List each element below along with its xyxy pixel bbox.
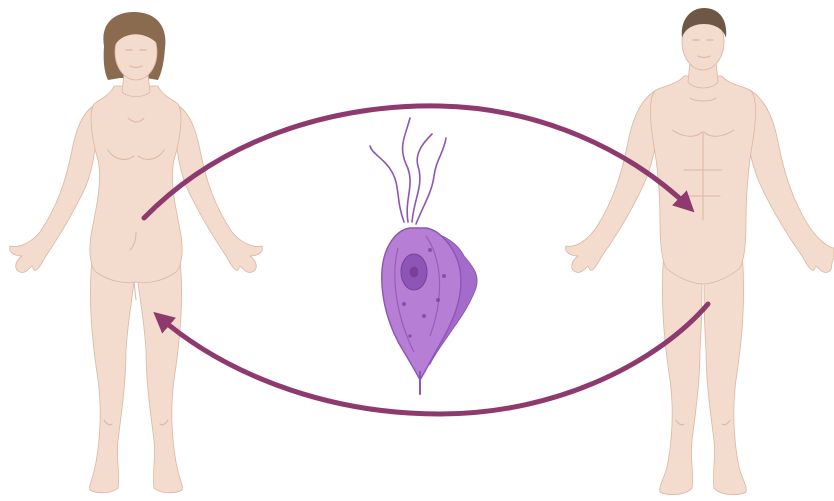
male-body-icon xyxy=(566,8,834,495)
trichomonas-vaginalis-icon xyxy=(370,118,477,394)
female-body-icon xyxy=(10,12,263,493)
